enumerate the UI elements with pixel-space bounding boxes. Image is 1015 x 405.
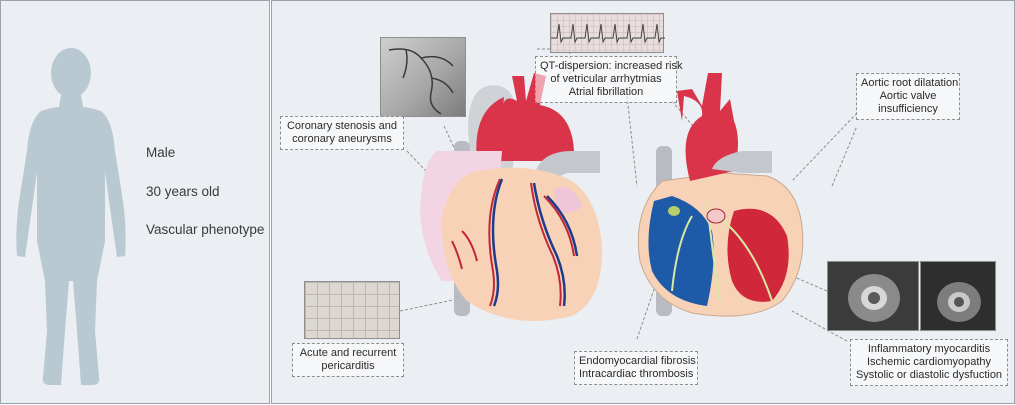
- callout-myocard-line-2: Ischemic cardiomyopathy: [866, 356, 992, 368]
- callout-aortic-line-3: insufficiency: [878, 103, 938, 115]
- patient-sex: Male: [146, 145, 176, 160]
- callout-endo-line-1: Endomyocardial fibrosis: [579, 355, 696, 367]
- cardiac-manifestations-panel: Coronary stenosis and coronary aneurysms…: [271, 0, 1015, 404]
- patient-panel: Male 30 years old Vascular phenotype: [0, 0, 270, 404]
- patient-age: 30 years old: [146, 184, 220, 199]
- patient-phenotype: Vascular phenotype: [146, 222, 265, 237]
- callout-qt-dispersion: QT-dispersion: increased risk of vetricu…: [535, 56, 683, 103]
- callout-endo-line-2: Intracardiac thrombosis: [579, 368, 694, 380]
- cross-section-heart: [637, 73, 804, 317]
- ecg-waveform-icon: [551, 23, 665, 44]
- callout-aortic: Aortic root dilatation Aortic valve insu…: [856, 73, 960, 120]
- cardiac-mri-image-1: [827, 261, 919, 331]
- callout-coronary-line-1: Coronary stenosis and: [286, 120, 398, 132]
- callout-qt-line-1: QT-dispersion: increased risk: [540, 60, 683, 72]
- callout-coronary-line-2: coronary aneurysms: [292, 133, 392, 145]
- angiogram-vessels-icon: [388, 48, 454, 115]
- callout-aortic-line-1: Aortic root dilatation: [861, 77, 959, 89]
- mri-slice-icon: [848, 274, 900, 322]
- callout-pericarditis: Acute and recurrent pericarditis: [292, 343, 404, 377]
- callout-myocard-line-3: Systolic or diastolic dysfuction: [855, 369, 1003, 381]
- heart-illustration: [399, 48, 858, 342]
- callout-myocard-line-1: Inflammatory myocarditis: [867, 343, 991, 355]
- mri-slice-icon: [937, 282, 981, 322]
- callout-aortic-line-2: Aortic valve: [879, 90, 937, 102]
- callout-pericarditis-line-1: Acute and recurrent: [299, 347, 397, 359]
- ecg-paper-image: [304, 281, 400, 339]
- human-silhouette-icon: [16, 48, 126, 385]
- callout-qt-line-2: of vetricular arrhytmias: [550, 73, 662, 85]
- angiogram-image: [380, 37, 466, 117]
- ecg-strip-image: [550, 13, 665, 53]
- callout-qt-line-3: Atrial fibrillation: [568, 86, 644, 98]
- callout-endomyocardial: Endomyocardial fibrosis Intracardiac thr…: [574, 351, 698, 385]
- cardiac-mri-image-2: [920, 261, 996, 331]
- callout-coronary: Coronary stenosis and coronary aneurysms: [280, 116, 404, 150]
- callout-myocarditis: Inflammatory myocarditis Ischemic cardio…: [850, 339, 1008, 386]
- external-heart: [420, 73, 602, 321]
- callout-pericarditis-line-2: pericarditis: [321, 360, 375, 372]
